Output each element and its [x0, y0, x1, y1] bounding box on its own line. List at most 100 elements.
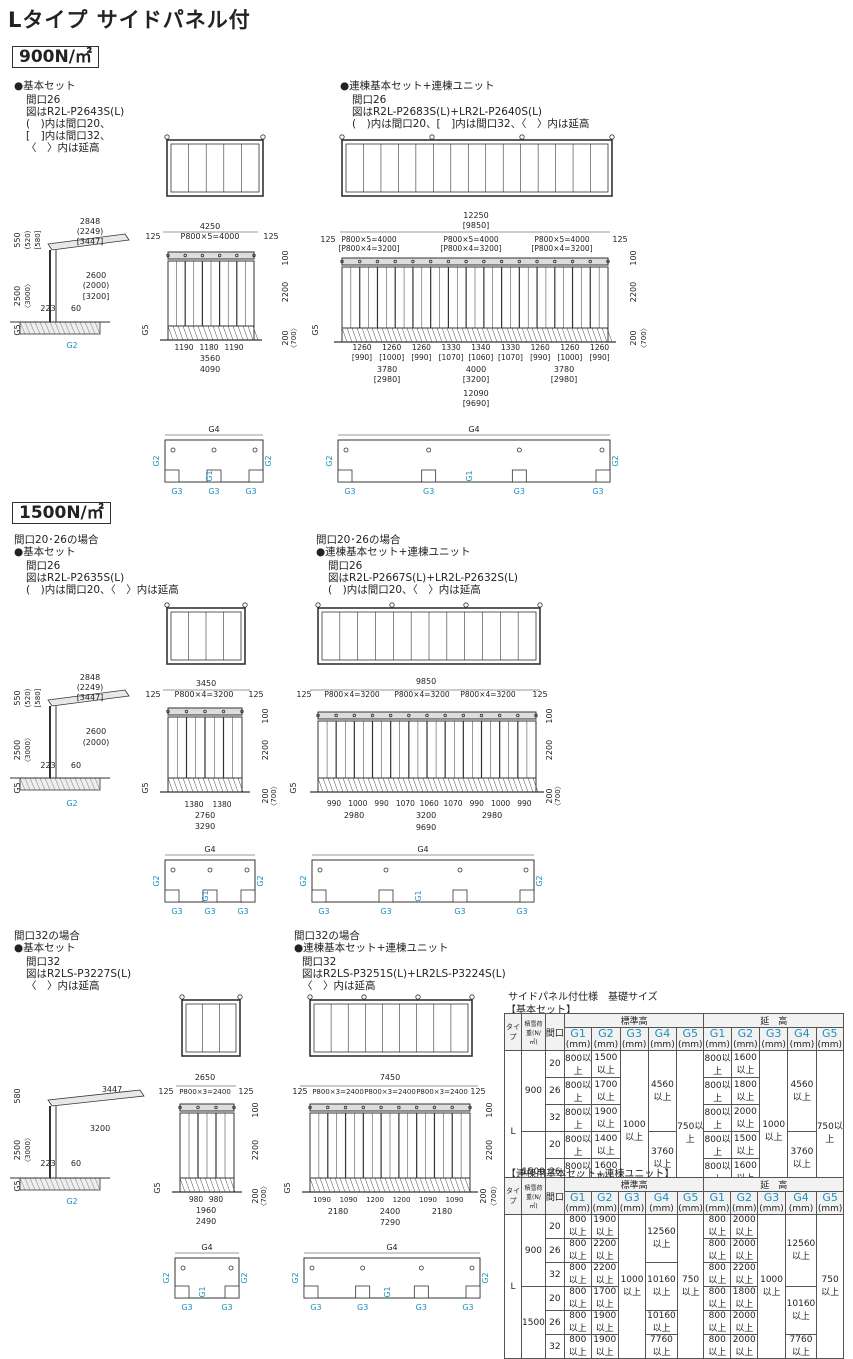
dim-label: 1380 — [212, 800, 231, 809]
dim-label: 1090 — [313, 1196, 331, 1204]
dim-label: [P800×4=3200] — [531, 244, 592, 253]
foundation-profile — [19, 1177, 101, 1191]
dim-label: 1260 — [412, 343, 431, 352]
hatch — [427, 777, 434, 793]
cell-eg2: 2200以上 — [730, 1262, 759, 1287]
dim-label: P800×3=2400 — [416, 1088, 468, 1096]
dim-label: 〈3000〉 — [24, 280, 32, 312]
g3-label: G3 — [357, 1303, 368, 1312]
dim-label: 1000 — [491, 799, 510, 808]
hatch — [24, 321, 31, 335]
beam-bolt — [358, 259, 362, 264]
heading-multi-32: ●連棟基本セット+連棟ユニット — [294, 942, 449, 954]
hatch — [317, 777, 324, 793]
th-col-G1: G1(mm) — [563, 1191, 592, 1215]
th-col-G5: G5(mm) — [676, 1191, 705, 1215]
dim-label: 3200 — [416, 811, 436, 820]
dim-label: 60 — [71, 1159, 81, 1168]
hatch — [424, 1177, 431, 1193]
beam-bolt — [499, 259, 504, 264]
beam-bolt — [464, 259, 468, 264]
beam-bolt — [200, 253, 205, 258]
dim-label: P800×5=4000 — [443, 235, 498, 244]
hatch — [314, 1177, 321, 1193]
hatch — [29, 321, 36, 335]
dim-label: 〈700〉 — [290, 324, 298, 351]
hatch — [526, 327, 533, 343]
hatch — [39, 777, 46, 791]
dim-label: 1340 — [471, 343, 490, 352]
dim-label: 12090 — [463, 389, 488, 398]
g5-label: G5 — [311, 324, 320, 335]
g4-label: G4 — [386, 1243, 397, 1252]
hatch — [532, 777, 539, 793]
footing-corner — [224, 1285, 240, 1299]
dim-label: 980 — [189, 1195, 204, 1204]
hatch — [189, 1177, 196, 1193]
dim-label: 9850 — [416, 677, 436, 686]
post-cap — [469, 994, 475, 1000]
th-col-G3: G3(mm) — [619, 1027, 649, 1051]
hatch — [64, 777, 71, 791]
roof-outline — [166, 139, 264, 197]
dim-label: [990] — [411, 353, 431, 362]
hatch — [511, 327, 518, 343]
th-load: 積雪荷重(N/㎡) — [521, 1013, 546, 1051]
hatch — [551, 327, 558, 343]
hatch — [94, 321, 101, 335]
hatch — [74, 777, 81, 791]
dim-label: [3447] — [77, 237, 104, 246]
dim-label: 〈700〉 — [270, 782, 278, 809]
dim-label: 4090 — [200, 365, 220, 374]
anchor-hole — [383, 867, 389, 873]
dim-label: 990 — [517, 799, 532, 808]
cell-g2: 1900以上 — [590, 1334, 619, 1359]
cell-eg1: 800以上 — [703, 1131, 732, 1159]
cell-g1: 800以上 — [563, 1238, 592, 1263]
hatch — [531, 327, 538, 343]
dim-label: 125 — [612, 235, 627, 244]
hatch — [207, 325, 214, 341]
canopy-profile — [47, 1089, 145, 1107]
hatch — [456, 327, 463, 343]
beam-bolt — [497, 713, 502, 718]
cell-g2: 1400以上 — [591, 1131, 621, 1159]
dim-label: 2200 — [629, 282, 638, 302]
cell-g4: 10160以上 — [645, 1262, 678, 1311]
note-multi-900-2: 図はR2L-P2683S(L)+LR2L-P2640S(L) — [352, 106, 543, 118]
hatch — [237, 325, 244, 341]
th-col-G2: G2(mm) — [730, 1191, 759, 1215]
dim-label: 2760 — [195, 811, 215, 820]
cell-load: 900 — [521, 1214, 546, 1287]
hatch — [202, 325, 209, 341]
anchor-hole — [457, 867, 463, 873]
dim-label: 2500 — [13, 1140, 22, 1160]
cell-g1: 800以上 — [563, 1131, 593, 1159]
dim-label: 550 — [13, 690, 22, 705]
hatch — [84, 777, 91, 791]
dim-label: 125 — [292, 1087, 307, 1096]
beam-bolt — [428, 259, 433, 264]
beam-bolt — [183, 253, 187, 258]
dim-label: 2200 — [485, 1140, 494, 1160]
hatch — [541, 327, 548, 343]
foundation-band — [341, 327, 609, 343]
dim-label: (2249) — [77, 683, 104, 692]
th-col-G5: G5(mm) — [676, 1027, 705, 1051]
post-cap — [389, 602, 395, 608]
hatch — [362, 777, 369, 793]
th-col-G4: G4(mm) — [645, 1191, 678, 1215]
hatch — [207, 777, 214, 793]
hatch — [586, 327, 593, 343]
anchor-hole — [418, 1265, 424, 1271]
cell-eg1: 800以上 — [703, 1050, 732, 1078]
th-col-G5: G5(mm) — [816, 1191, 844, 1215]
cell-eg2: 2000以上 — [730, 1334, 759, 1359]
dim-label: [2980] — [551, 375, 578, 384]
anchor-hole — [599, 447, 605, 453]
dim-label: 980 — [209, 1195, 224, 1204]
hatch — [319, 1177, 326, 1193]
hatch — [536, 327, 543, 343]
hatch — [462, 777, 469, 793]
g3-label: G3 — [171, 487, 182, 496]
